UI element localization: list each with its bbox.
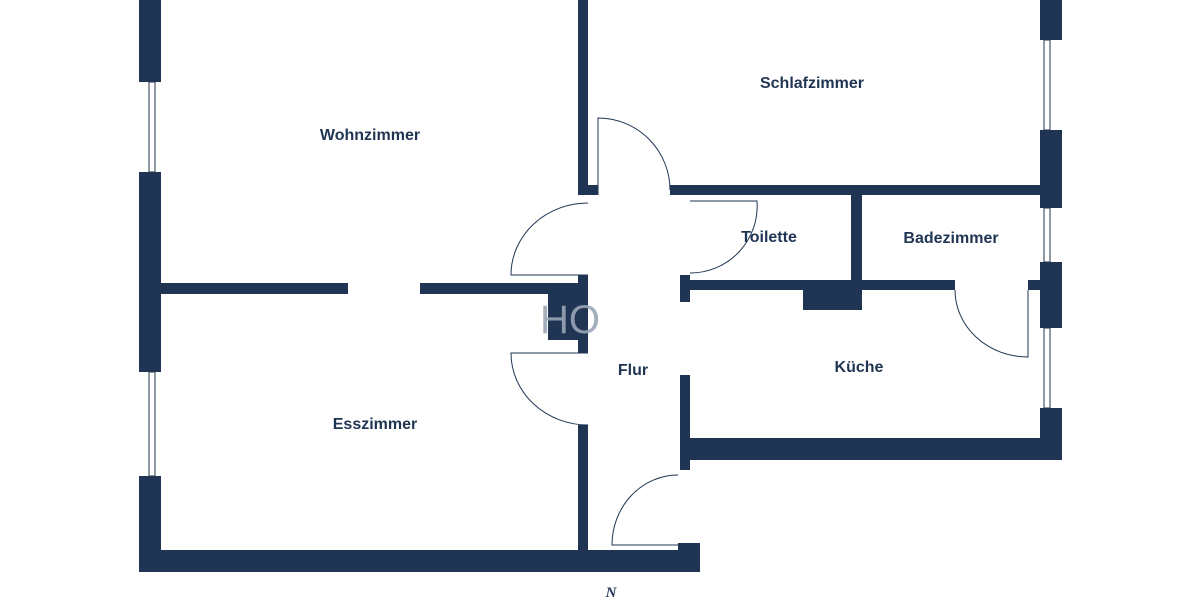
watermark: HO: [540, 298, 600, 342]
wall-left-bottom: [139, 476, 161, 572]
window-kitchen: [1043, 327, 1051, 409]
wall-bedroom-bottom: [670, 185, 1062, 195]
door-entry[interactable]: [611, 474, 679, 546]
doors: [510, 117, 1029, 546]
door-toilet[interactable]: [689, 200, 758, 274]
wall-right-3: [1040, 262, 1062, 328]
wall-hall-right-top: [680, 275, 690, 302]
wall-hall-left-mid: [578, 275, 588, 353]
wall-left-mid: [139, 172, 161, 372]
room-label-toilette: Toilette: [741, 229, 797, 246]
wall-shaft: [803, 290, 862, 310]
wall-living-dining-2: [420, 283, 580, 294]
window-dining: [148, 371, 156, 477]
wall-entry-jamb: [678, 543, 700, 572]
wall-living-dining-1: [161, 283, 348, 294]
wall-hall-left-top: [578, 0, 588, 195]
wall-toilet-bath: [851, 195, 862, 280]
wall-bedroom-stub: [588, 185, 598, 195]
compass-north: N: [605, 585, 618, 600]
room-label-flur: Flur: [618, 362, 648, 379]
wall-kitchen-bottom: [680, 438, 1062, 460]
room-label-wohnzimmer: Wohnzimmer: [320, 127, 420, 144]
wall-left-top: [139, 0, 161, 82]
window-bedroom: [1043, 39, 1051, 131]
walls: [139, 0, 1062, 572]
door-living[interactable]: [510, 202, 589, 276]
window-bath: [1043, 207, 1051, 263]
window-living: [148, 81, 156, 173]
room-label-kueche: Küche: [835, 359, 884, 376]
wall-hall-right-bottom: [680, 375, 690, 470]
room-label-badezimmer: Badezimmer: [903, 230, 998, 247]
wall-bottom: [139, 550, 700, 572]
wall-bath-kitchen: [1028, 280, 1040, 290]
wall-right-2: [1040, 130, 1062, 208]
door-bedroom[interactable]: [597, 117, 671, 195]
wall-toilet-kitchen: [690, 280, 955, 290]
room-label-esszimmer: Esszimmer: [333, 416, 418, 433]
wall-hall-left-bottom: [578, 425, 588, 550]
room-label-schlafzimmer: Schlafzimmer: [760, 75, 864, 92]
windows: [148, 39, 1051, 477]
door-dining[interactable]: [510, 352, 589, 426]
wall-right-1: [1040, 0, 1062, 40]
door-bath[interactable]: [954, 289, 1029, 358]
